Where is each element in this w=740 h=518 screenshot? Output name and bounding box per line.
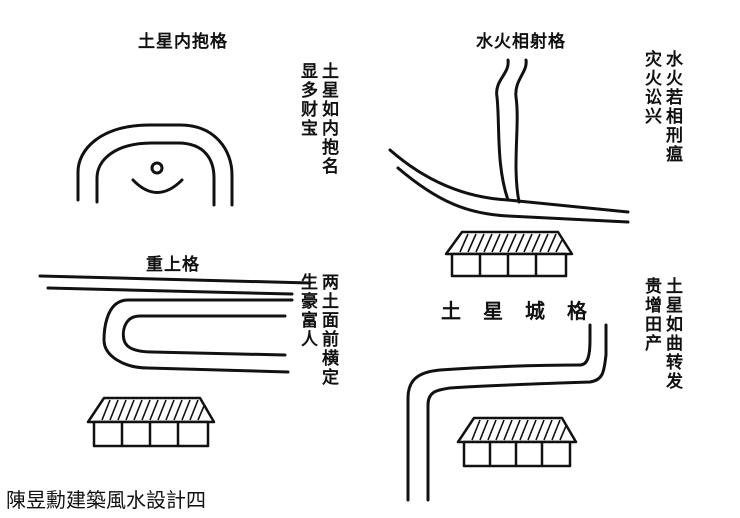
verse-col-1: 水火若相刑 xyxy=(662,50,682,145)
verse-col-2: 瘟灾火讼兴 xyxy=(641,50,682,164)
inner-crescent xyxy=(131,178,184,194)
title-earth-star-city: 土星城格 xyxy=(441,299,609,323)
front-band-top xyxy=(38,274,312,285)
inner-band-outer xyxy=(102,298,294,374)
city-band-inner xyxy=(426,323,608,502)
title-earth-star-embrace: 土星内抱格 xyxy=(138,32,228,52)
source-caption: 陳昱勳建築風水設計四 xyxy=(6,488,206,512)
verse-earth-star-embrace: 土星如内抱名显多财宝 xyxy=(296,62,338,182)
city-band-outer xyxy=(406,323,592,502)
verse-double-upper: 两土面前横定生豪富人 xyxy=(296,273,338,393)
house-bottom-left xyxy=(86,396,216,448)
earth-star-arch-inner xyxy=(95,141,216,207)
title-double-upper: 重上格 xyxy=(146,255,200,275)
verse-col-2: 发贵增田产 xyxy=(641,277,682,391)
fire-stream-left xyxy=(495,58,510,202)
title-water-fire-shoot: 水火相射格 xyxy=(476,32,566,52)
earth-star-arch-outer xyxy=(76,123,234,207)
fire-stream-right xyxy=(514,58,528,204)
verse-water-fire-shoot: 水火若相刑瘟灾火讼兴 xyxy=(640,50,682,170)
central-dot xyxy=(150,161,164,175)
verse-col-1: 土星如曲转 xyxy=(662,277,682,372)
verse-col-2: 定生豪富人 xyxy=(297,273,338,387)
water-stream-top xyxy=(388,148,630,214)
house-bottom-right xyxy=(456,416,578,468)
water-stream-bottom xyxy=(396,166,630,224)
verse-col-2: 名显多财宝 xyxy=(297,62,338,176)
front-band-bottom xyxy=(46,286,294,296)
house-top-right xyxy=(444,230,574,278)
verse-col-1: 两土面前横 xyxy=(318,273,338,368)
inner-band-inner xyxy=(121,314,287,357)
verse-col-1: 土星如内抱 xyxy=(318,62,338,157)
verse-earth-star-city: 土星如曲转发贵增田产 xyxy=(640,277,682,397)
